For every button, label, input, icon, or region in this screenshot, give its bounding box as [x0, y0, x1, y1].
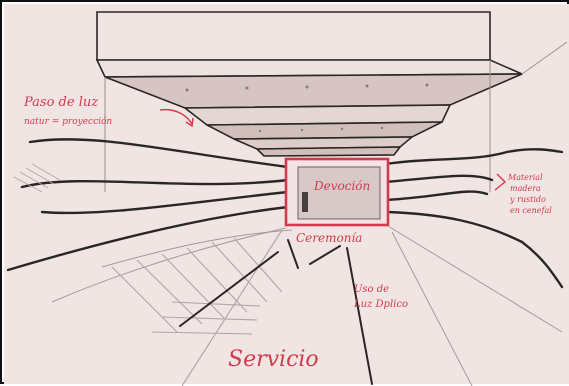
light-note-line1: Paso de luz: [23, 95, 98, 110]
devotion-label: Devoción: [313, 179, 370, 193]
right-note-line4: en cenefal: [510, 206, 552, 215]
light-note-line2: natur = proyección: [24, 116, 112, 127]
ceremony-label: Ceremonía: [296, 231, 362, 245]
altar-panel: [298, 167, 380, 219]
lectern-note-line2: Luz Dplico: [353, 299, 408, 310]
right-note-line2: madera: [510, 184, 541, 193]
lectern-note-line1: Uso de: [354, 284, 389, 295]
coffer-level-4: [257, 147, 400, 156]
altar-figure: [302, 192, 308, 212]
right-note-line3: y rustido: [509, 195, 546, 204]
service-label: Servicio: [228, 347, 319, 372]
right-note-line1: Material: [507, 173, 543, 182]
